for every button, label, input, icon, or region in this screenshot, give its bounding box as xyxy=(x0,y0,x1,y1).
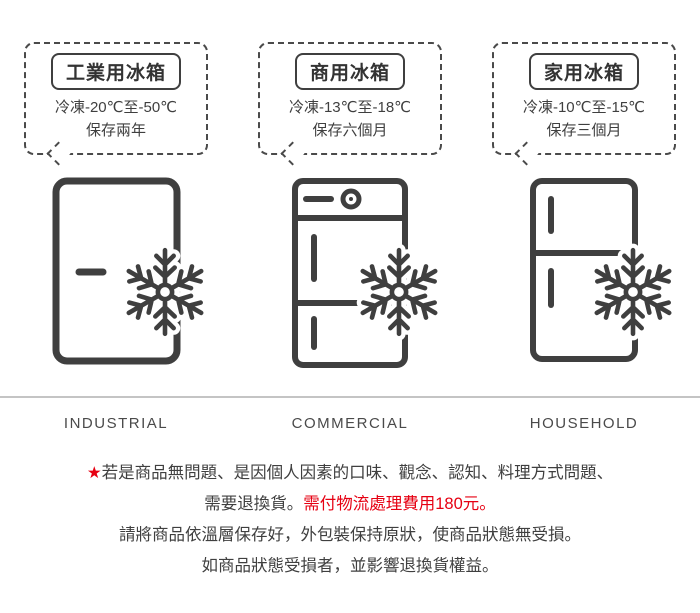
note-line-2: 需要退換貨。需付物流處理費用180元。 xyxy=(0,489,700,520)
freeze-temp-range: 冷凍-13℃至-18℃ xyxy=(288,99,412,116)
speech-bubble-tail xyxy=(514,141,539,166)
divider-line xyxy=(0,396,700,398)
freeze-temp-range: 冷凍-20℃至-50℃ xyxy=(54,99,178,116)
storage-duration: 保存六個月 xyxy=(312,121,388,139)
note-line-4: 如商品狀態受損者，並影響退換貨權益。 xyxy=(201,557,499,575)
snowflake-icon xyxy=(580,239,686,345)
label-industrial: INDUSTRIAL xyxy=(63,415,169,432)
freeze-temp-range: 冷凍-10℃至-15℃ xyxy=(522,99,646,116)
star-icon: ★ xyxy=(86,464,102,482)
column-commercial: 商用冰箱 冷凍-13℃至-18℃ 保存六個月 xyxy=(241,42,459,380)
return-policy-notes: ★若是商品無問題、是因個人因素的口味、觀念、認知、料理方式問題、 需要退換貨。需… xyxy=(0,458,700,582)
speech-bubble-tail xyxy=(46,141,71,166)
fridge-illustration xyxy=(262,175,438,380)
note-line-3: 請將商品依溫層保存好，外包裝保持原狀，使商品狀態無受損。 xyxy=(119,526,581,544)
label-household: HOUSEHOLD xyxy=(529,415,639,432)
column-industrial: 工業用冰箱 冷凍-20℃至-50℃ 保存兩年 xyxy=(7,42,225,380)
snowflake-icon xyxy=(346,239,452,345)
storage-duration: 保存兩年 xyxy=(85,121,146,139)
fridge-illustration xyxy=(496,175,672,380)
fridge-type-title: 商用冰箱 xyxy=(294,53,405,90)
note-text: 若是商品無問題、是因個人因素的口味、觀念、認知、料理方式問題、 xyxy=(101,464,614,482)
note-fee-text: 需付物流處理費用180元。 xyxy=(303,495,496,513)
note-text: 需要退換貨。 xyxy=(204,495,304,513)
label-commercial: COMMERCIAL xyxy=(291,415,409,432)
speech-bubble: 商用冰箱 冷凍-13℃至-18℃ 保存六個月 xyxy=(258,42,442,166)
speech-bubble: 家用冰箱 冷凍-10℃至-15℃ 保存三個月 xyxy=(492,42,676,166)
fridge-type-title: 家用冰箱 xyxy=(528,53,639,90)
snowflake-icon xyxy=(112,239,218,345)
speech-bubble-tail xyxy=(280,141,305,166)
fridge-illustration xyxy=(28,175,204,380)
speech-bubble: 工業用冰箱 冷凍-20℃至-50℃ 保存兩年 xyxy=(24,42,208,166)
storage-duration: 保存三個月 xyxy=(546,121,622,139)
category-labels: INDUSTRIAL COMMERCIAL HOUSEHOLD xyxy=(0,415,700,432)
fridge-type-title: 工業用冰箱 xyxy=(50,53,181,90)
fridge-columns: 工業用冰箱 冷凍-20℃至-50℃ 保存兩年 商用冰箱 冷凍-13℃至-18℃ xyxy=(7,42,700,380)
note-line-1: ★若是商品無問題、是因個人因素的口味、觀念、認知、料理方式問題、 xyxy=(0,458,700,489)
column-household: 家用冰箱 冷凍-10℃至-15℃ 保存三個月 xyxy=(475,42,693,380)
commercial-fridge-icon xyxy=(292,178,408,368)
